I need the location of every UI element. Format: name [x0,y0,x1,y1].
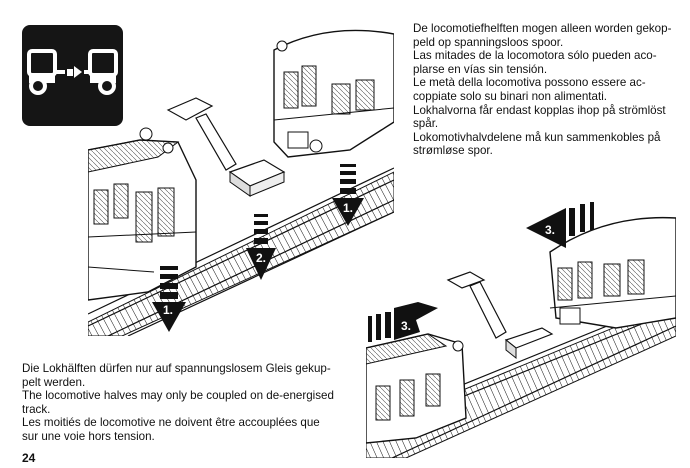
text-line: Le metà della locomotiva possono essere … [413,76,646,90]
illustration-pushing-halves: 3. 3. [366,202,676,458]
locomotive-half-right [549,216,676,329]
coupler-tool-icon [166,97,286,197]
text-line: Lokhalvorna får endast kopplas ihop på s… [413,103,666,117]
instruction-text-multilingual-right: De locomotiefhelften mogen alleen worden… [413,22,678,158]
text-line: Die Lokhälften dürfen nur auf spannungsl… [22,362,331,375]
page-number: 24 [22,451,36,465]
text-line: strømløse spor. [413,144,493,158]
step-label: 1. [163,303,173,317]
locomotive-half-left [366,333,467,444]
arrow-right-icon [368,302,438,342]
text-line: track. [22,402,51,416]
text-line: The locomotive halves may only be couple… [22,389,334,403]
coupling-icon [22,25,123,126]
arrow-down-icon [152,266,186,332]
text-line: Las mitades de la locomotora sólo pueden… [413,49,657,63]
arrow-down-icon [332,164,364,226]
text-line: sur une voie hors tension. [22,429,155,443]
text-line: plarse en vías sin tensión. [413,62,548,76]
step-label: 3. [401,319,411,333]
text-line: Les moitiés de locomotive ne doivent êtr… [22,416,320,430]
step-label: 2. [256,251,266,265]
coupler-tool-icon [446,271,554,360]
instruction-text-multilingual-left: Die Lokhälften dürfen nur auf spannungsl… [22,362,344,444]
locomotive-half-right [273,29,394,158]
text-line: De locomotiefhelften mogen alleen worden… [413,22,672,35]
step-label: 3. [545,223,555,237]
text-line: pelt werden. [22,375,86,389]
arrow-left-icon [526,202,594,248]
illustration-lowering-halves: 1. 2. 1. [88,29,394,336]
step-label: 1. [343,201,353,215]
text-line: coppiate solo su binari non alimentati. [413,89,607,103]
text-line: Lokomotivhalvdelene må kun sammenkobles … [413,130,661,144]
text-line: peld op spanningsloos spoor. [413,35,564,49]
text-line: spår. [413,117,439,131]
arrow-down-icon [246,214,276,280]
locomotive-half-left [88,127,197,301]
